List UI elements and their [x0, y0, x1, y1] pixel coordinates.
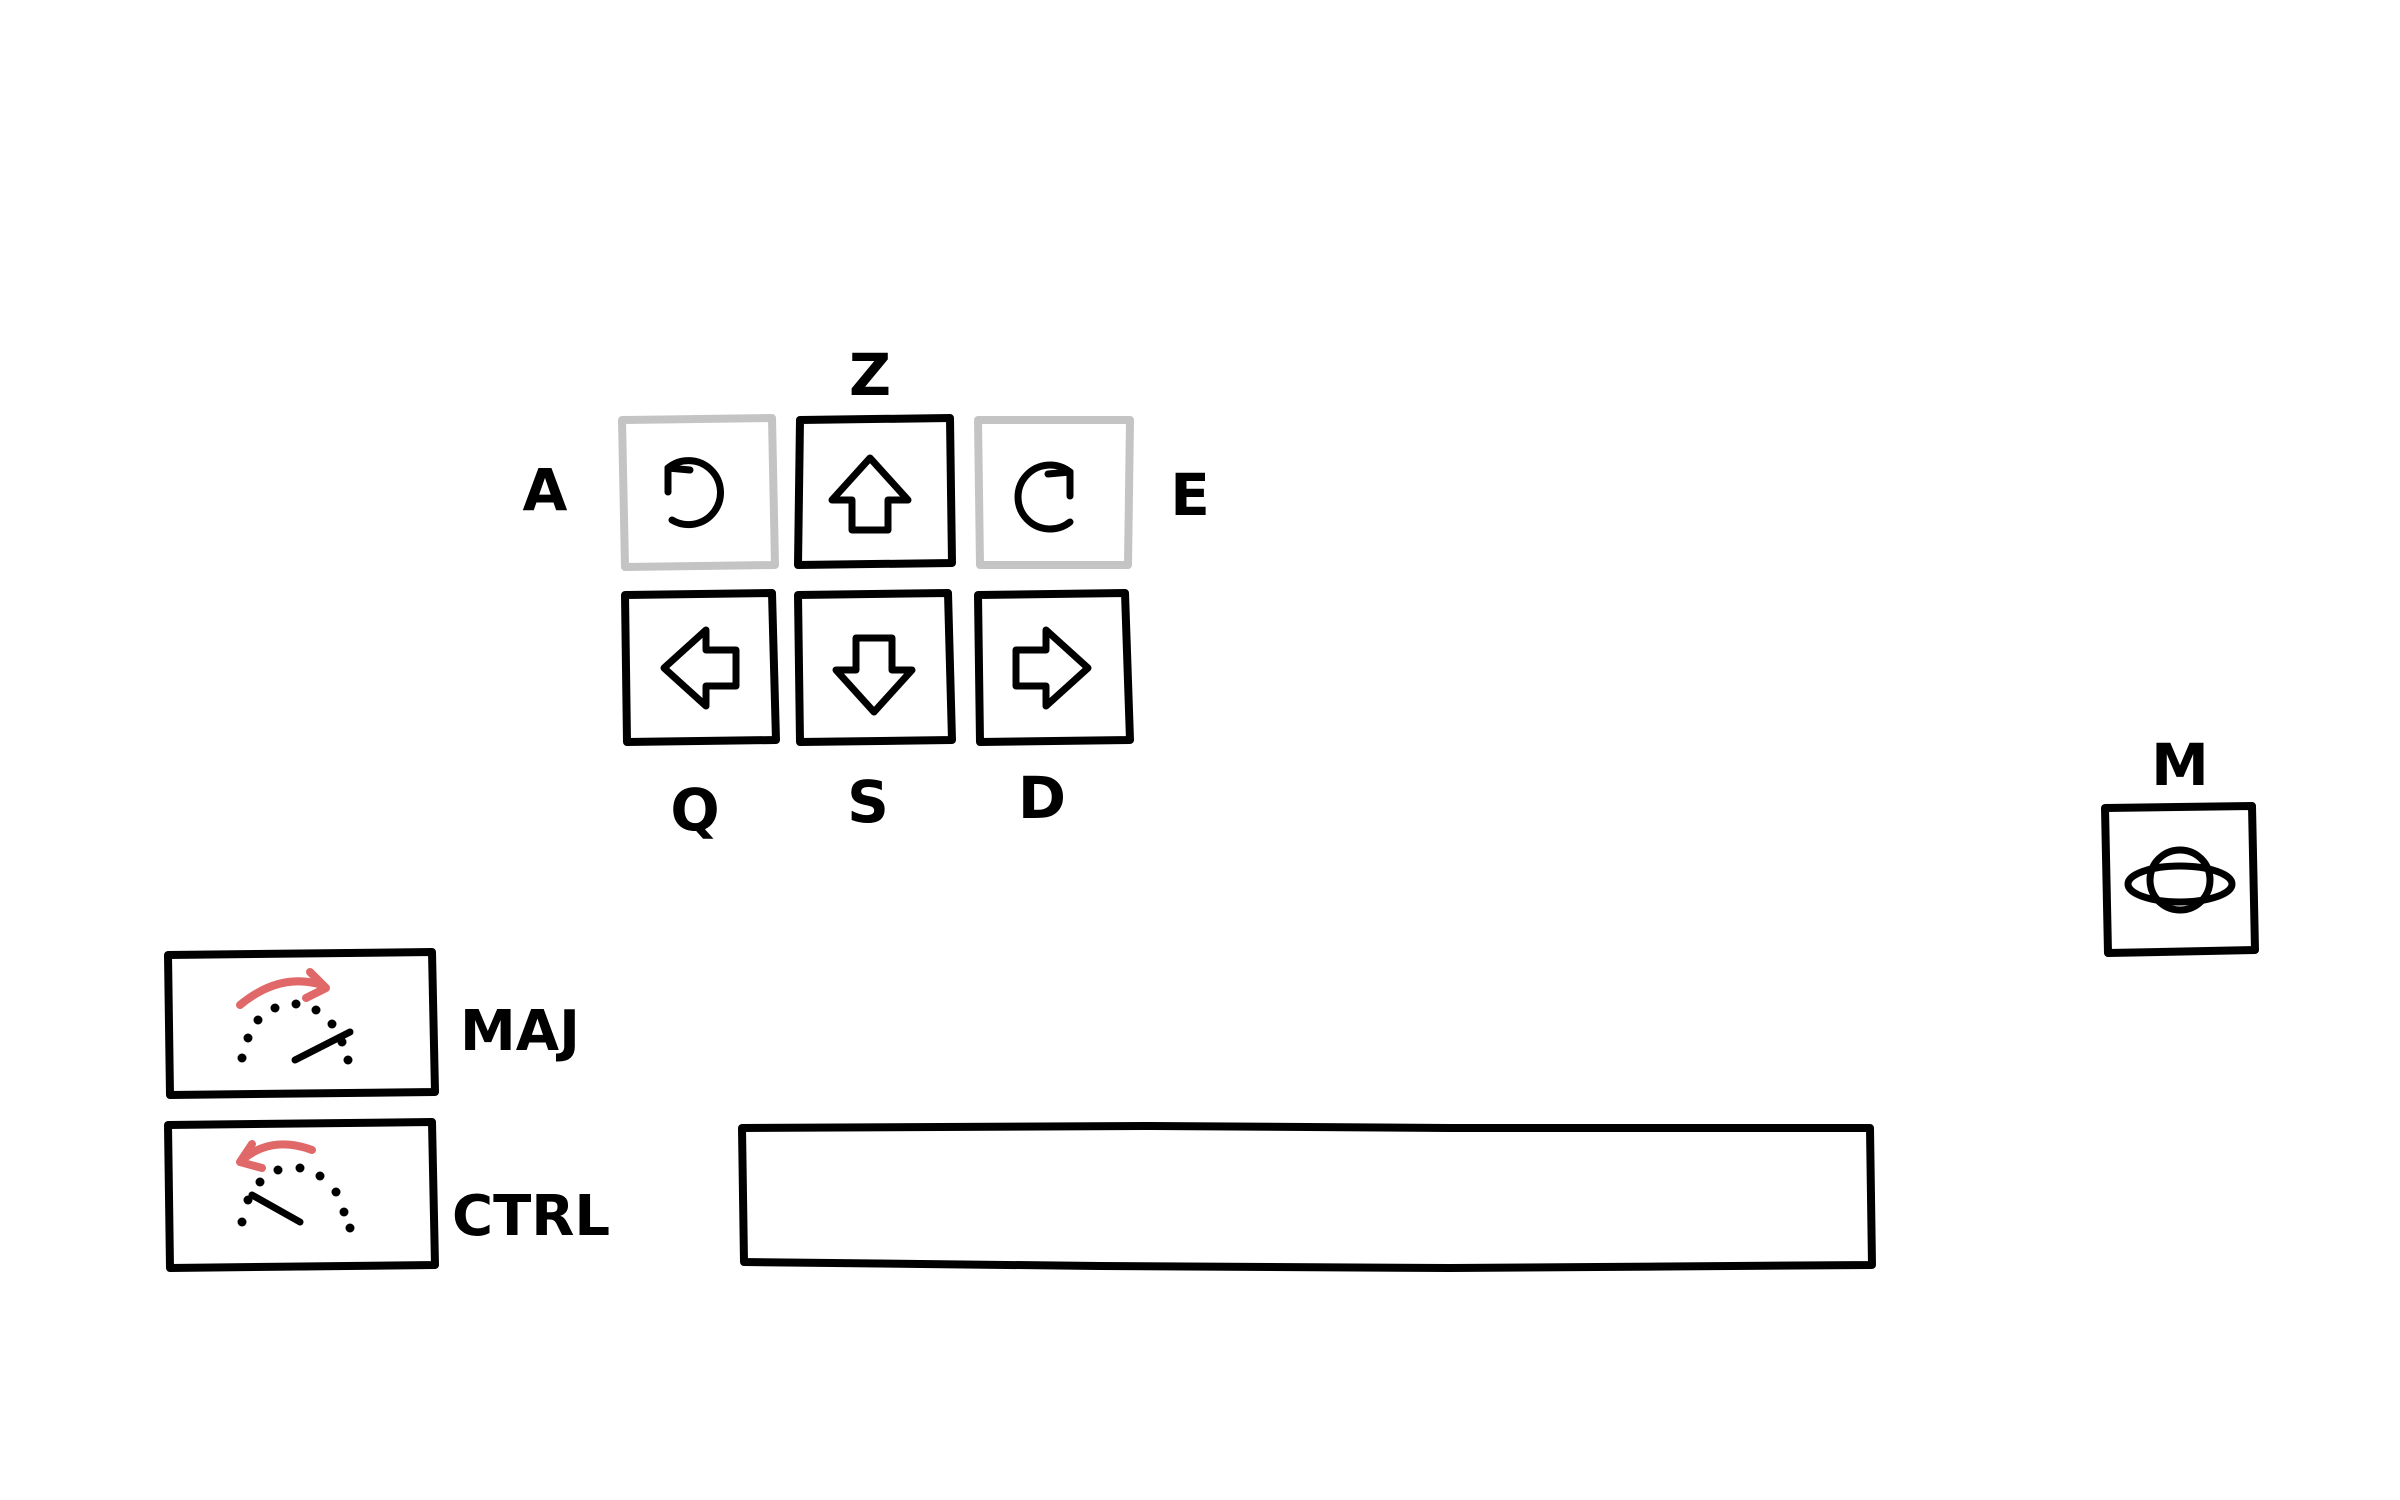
- speed-down-gauge-icon: [236, 1140, 355, 1233]
- forward-button[interactable]: [794, 414, 956, 569]
- backward-button[interactable]: [794, 589, 956, 746]
- key-label-ctrl: CTRL: [452, 1184, 610, 1249]
- key-label-q: Q: [670, 776, 719, 844]
- key-label-z: Z: [849, 341, 891, 409]
- map-button[interactable]: [2101, 802, 2259, 957]
- arrow-up-icon: [828, 454, 912, 534]
- key-label-e: E: [1170, 461, 1210, 529]
- rotate-right-button[interactable]: [974, 416, 1134, 569]
- arrow-right-icon: [1012, 626, 1092, 710]
- key-label-m: M: [2151, 731, 2209, 799]
- rotate-left-button[interactable]: [618, 414, 779, 571]
- speed-up-gauge-icon: [236, 968, 354, 1065]
- rotate-left-icon: [664, 457, 724, 529]
- arrow-down-icon: [832, 634, 916, 716]
- left-button[interactable]: [621, 589, 780, 746]
- speed-up-button[interactable]: [164, 948, 439, 1099]
- arrow-left-icon: [660, 626, 740, 710]
- rotate-right-icon: [1014, 461, 1074, 533]
- speed-down-button[interactable]: [164, 1118, 439, 1272]
- key-label-a: A: [523, 456, 568, 524]
- key-label-d: D: [1018, 764, 1066, 832]
- message-box: [738, 1122, 1876, 1272]
- key-label-maj: MAJ: [460, 999, 580, 1064]
- planet-icon: [2124, 846, 2236, 914]
- key-label-s: S: [847, 768, 889, 836]
- right-button[interactable]: [974, 589, 1134, 746]
